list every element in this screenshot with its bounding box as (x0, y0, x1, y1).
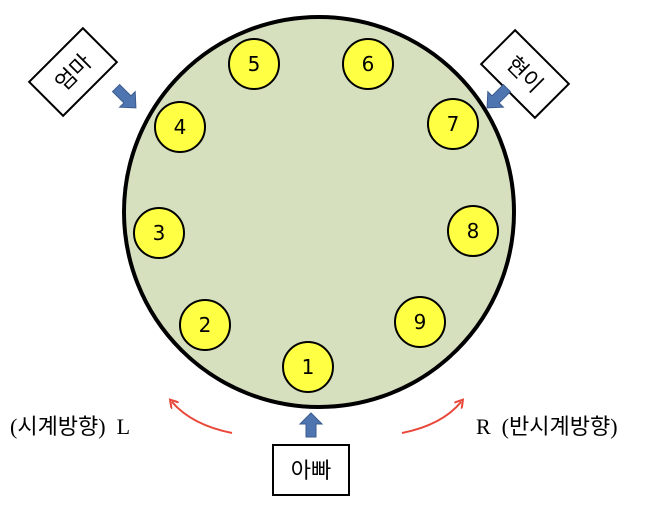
counterclockwise-label: R (반시계방향) (476, 414, 618, 439)
seat-2: 2 (179, 299, 231, 351)
seat-9-label: 9 (414, 310, 427, 334)
clockwise-arrow-icon (172, 402, 233, 434)
counterclockwise-arrow-icon (401, 402, 461, 434)
clockwise-label: (시계방향) L (10, 414, 130, 439)
dad-box: 아빠 (272, 444, 350, 496)
hyuni-arrow-icon (486, 83, 512, 109)
dad-label: 아빠 (291, 459, 331, 484)
seat-2-label: 2 (199, 313, 212, 337)
seat-4-label: 4 (174, 115, 187, 139)
seat-6-label: 6 (362, 52, 375, 76)
seat-8: 8 (447, 205, 499, 257)
mom-box: 엄마 (27, 26, 119, 118)
dad-arrow-icon (298, 412, 324, 438)
seat-6: 6 (342, 38, 394, 90)
seat-3-label: 3 (153, 221, 166, 245)
seat-9: 9 (394, 296, 446, 348)
seat-5: 5 (228, 38, 280, 90)
seat-1: 1 (282, 341, 334, 393)
seat-7-label: 7 (447, 112, 460, 136)
hyuni-box: 현이 (479, 28, 571, 120)
seat-8-label: 8 (467, 219, 480, 243)
seat-1-label: 1 (302, 355, 315, 379)
seat-3: 3 (133, 207, 185, 259)
mom-arrow-icon (111, 83, 137, 109)
seat-7: 7 (427, 98, 479, 150)
seat-4: 4 (154, 101, 206, 153)
seat-5-label: 5 (248, 52, 261, 76)
